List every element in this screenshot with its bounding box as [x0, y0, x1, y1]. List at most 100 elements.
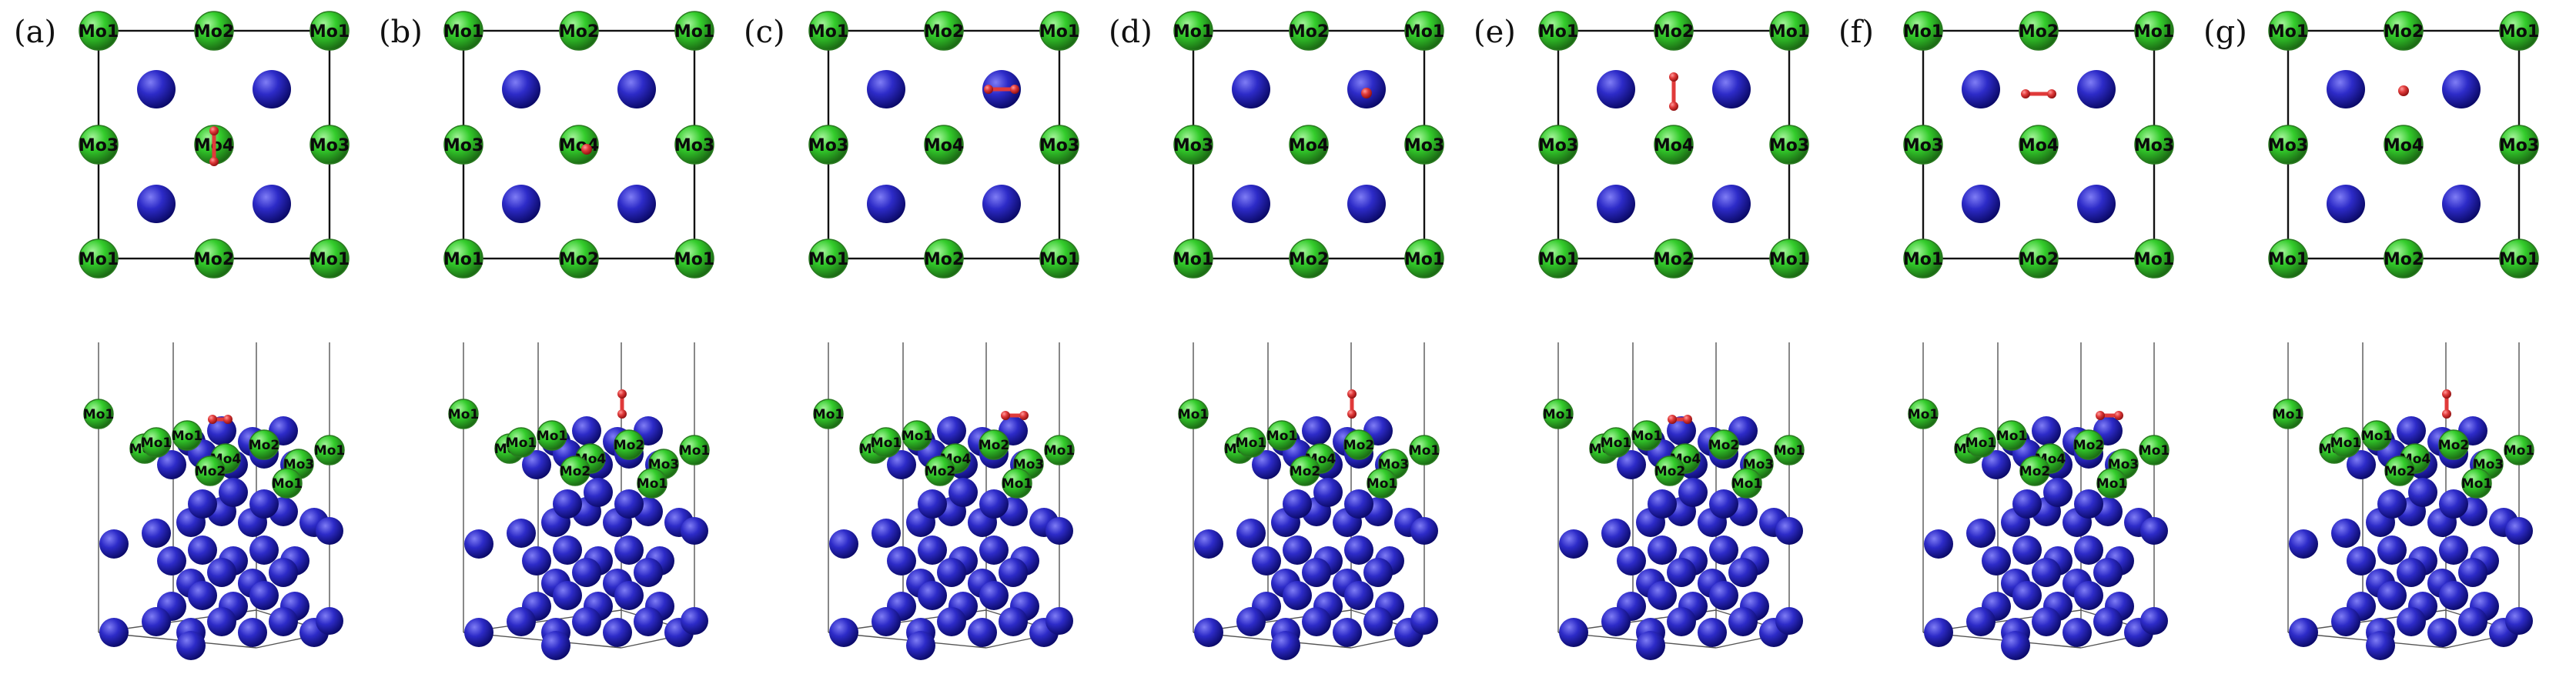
substrate-atom — [1924, 618, 1953, 647]
substrate-atom — [572, 607, 601, 636]
mo-atom: Mo1 — [1236, 427, 1266, 458]
mo-label: Mo2 — [559, 250, 599, 269]
oxygen-atom — [2096, 411, 2105, 420]
adsorbate-molecule — [1669, 72, 1678, 111]
mo-label: Mo1 — [1996, 429, 2027, 444]
substrate-atom — [1045, 517, 1073, 545]
substrate-atom — [1410, 517, 1438, 545]
mo-label: Mo2 — [1289, 22, 1329, 42]
adsorbate-molecule — [208, 415, 233, 424]
mo-atom: Mo1 — [1266, 420, 1297, 451]
substrate-atom — [316, 517, 343, 545]
substrate-atom — [2397, 558, 2426, 587]
mo-label: Mo1 — [1538, 22, 1578, 42]
substrate-atom — [948, 478, 978, 507]
mo-label: Mo1 — [1404, 250, 1444, 269]
mo-label: Mo1 — [1538, 250, 1578, 269]
substrate-atom — [1194, 618, 1223, 647]
oxygen-atom — [1347, 409, 1357, 419]
substrate-atom — [1636, 631, 1665, 660]
mo-label: Mo1 — [808, 22, 848, 42]
mo-label: Mo3 — [1173, 136, 1213, 155]
substrate-atom — [207, 558, 236, 587]
mo-atom: Mo4 — [1654, 125, 1694, 165]
substrate-atom — [2289, 618, 2318, 647]
mo-atom: Mo1 — [2268, 239, 2308, 279]
substrate-atom — [829, 529, 858, 559]
mo-label: Mo3 — [1039, 136, 1079, 155]
adsorbate-molecule — [617, 389, 627, 419]
mo-atom: Mo1 — [1538, 239, 1578, 279]
substrate-atom — [1962, 70, 2000, 108]
oxygen-atom — [1019, 411, 1029, 420]
mo-atom: Mo1 — [272, 468, 303, 499]
oxygen-atom — [984, 85, 993, 94]
mo-atom: Mo3 — [1404, 125, 1444, 165]
substrate-atom — [2032, 558, 2061, 587]
panel-label: (g) — [2203, 15, 2247, 50]
mo-atom: Mo2 — [1290, 455, 1320, 486]
mo-atom: Mo2 — [2384, 11, 2424, 51]
substrate-atom — [1966, 607, 1996, 636]
oxygen-atom — [1010, 85, 1019, 94]
mo-label: Mo3 — [1404, 136, 1444, 155]
mo-label: Mo1 — [2096, 476, 2127, 492]
substrate-atom — [584, 478, 613, 507]
mo-atom: Mo1 — [1774, 435, 1805, 465]
structure-panel: Mo1Mo2Mo1Mo3Mo4Mo3Mo1Mo2Mo1Mo1Mo3Mo1Mo4M… — [808, 11, 1079, 660]
substrate-atom — [249, 581, 279, 610]
substrate-atom — [2140, 607, 2168, 635]
substrate-atom — [157, 546, 186, 576]
substrate-atom — [681, 607, 708, 635]
mo-label: Mo1 — [537, 429, 567, 444]
mo-atom: Mo1 — [2139, 435, 2170, 465]
mo-label: Mo3 — [674, 136, 714, 155]
mo-atom: Mo2 — [1343, 429, 1374, 460]
substrate-atom — [1678, 478, 1708, 507]
mo-label: Mo1 — [1409, 443, 1440, 459]
substrate-atom — [906, 631, 935, 660]
mo-atom: Mo2 — [2384, 239, 2424, 279]
mo-label: Mo3 — [2499, 136, 2539, 155]
substrate-atom — [1252, 546, 1281, 576]
mo-label: Mo1 — [79, 22, 119, 42]
mo-atom: Mo1 — [2273, 399, 2303, 429]
substrate-atom — [2439, 489, 2468, 519]
side-view: Mo1Mo3Mo1Mo4Mo2Mo3Mo1Mo2Mo1Mo1 — [2273, 342, 2534, 660]
oxygen-atom — [1361, 88, 1372, 98]
mo-label: Mo1 — [314, 443, 345, 459]
mo-atom: Mo1 — [2134, 239, 2174, 279]
mo-label: Mo3 — [2268, 136, 2308, 155]
substrate-atom — [2012, 581, 2042, 610]
mo-atom: Mo1 — [1538, 11, 1578, 51]
mo-label: Mo1 — [871, 435, 902, 451]
substrate-atom — [617, 185, 656, 223]
mo-label: Mo1 — [141, 435, 172, 451]
substrate-atom — [142, 607, 171, 636]
mo-atom: Mo2 — [2073, 429, 2104, 460]
mo-atom: Mo1 — [871, 427, 902, 458]
substrate-atom — [829, 618, 858, 647]
mo-label: Mo1 — [1601, 435, 1631, 451]
panel-label: (e) — [1474, 15, 1516, 50]
side-view: Mo1Mo3Mo1Mo4Mo2Mo3Mo1Mo2Mo1Mo1 — [813, 342, 1075, 660]
substrate-atom — [2074, 581, 2103, 610]
mo-atom: Mo2 — [924, 239, 964, 279]
substrate-atom — [937, 558, 966, 587]
oxygen-atom — [1668, 415, 1677, 424]
substrate-atom — [1709, 581, 1738, 610]
mo-label: Mo1 — [1002, 476, 1032, 492]
mo-atom: Mo3 — [1039, 125, 1079, 165]
mo-atom: Mo4 — [559, 125, 599, 165]
mo-atom: Mo2 — [2019, 11, 2059, 51]
mo-label: Mo2 — [1654, 464, 1685, 479]
mo-label: Mo1 — [674, 250, 714, 269]
mo-atom: Mo2 — [559, 239, 599, 279]
substrate-atom — [1728, 607, 1758, 636]
substrate-atom — [979, 489, 1009, 519]
mo-atom: Mo1 — [1173, 11, 1213, 51]
mo-atom: Mo1 — [679, 435, 710, 465]
panel-label: (f) — [1838, 15, 1875, 50]
